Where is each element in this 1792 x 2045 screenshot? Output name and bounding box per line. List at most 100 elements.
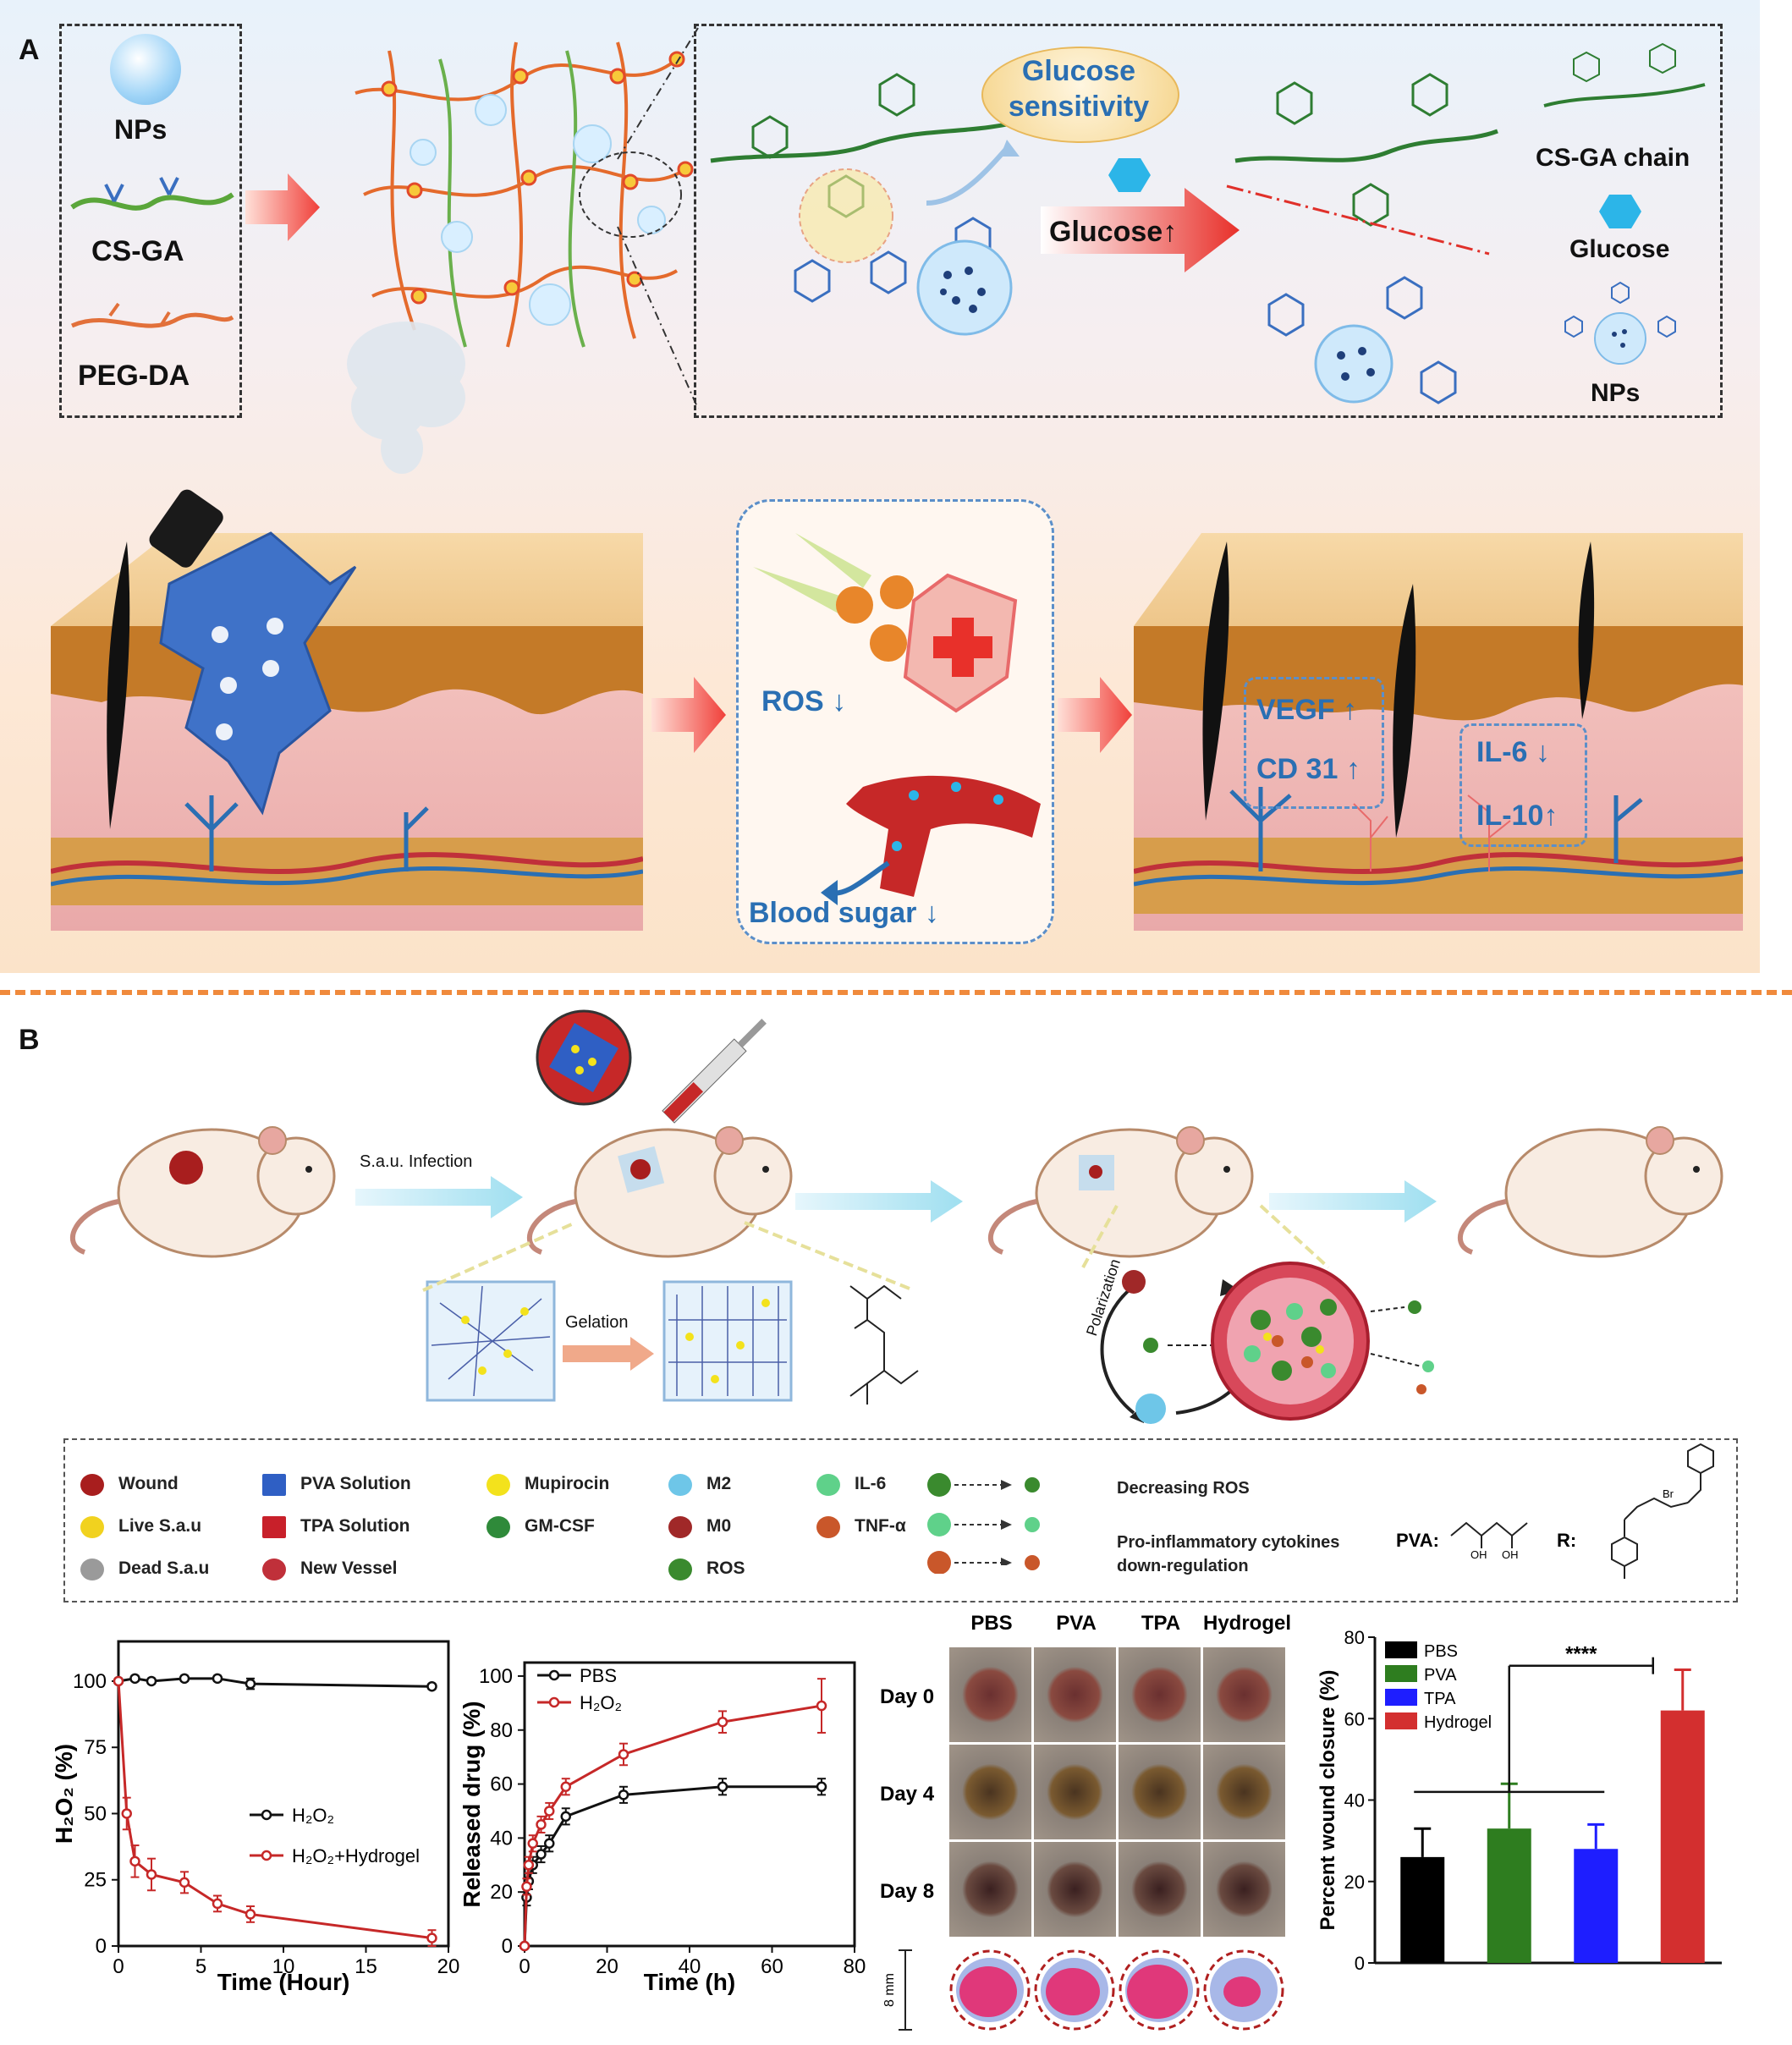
legend-swatch-12 — [816, 1516, 840, 1538]
blood-vessel-icon — [821, 775, 1041, 905]
legend-pegda: PEG-DA — [78, 360, 190, 392]
infection-label: S.a.u. Infection — [360, 1152, 473, 1171]
x-tick-label: 40 — [679, 1955, 701, 1978]
y-tick-label: 80 — [490, 1719, 513, 1742]
data-point — [536, 1849, 547, 1860]
infection-arrow-icon — [355, 1176, 523, 1218]
panel-separator — [0, 990, 1792, 995]
treatment-arrow-icon — [795, 1180, 963, 1223]
legend-label-7: GM-CSF — [525, 1516, 595, 1536]
data-point — [618, 1789, 629, 1800]
il6-il10-box — [1459, 723, 1587, 847]
glucose-sensitivity-bubble — [981, 47, 1179, 143]
vegf-label: VEGF ↑ — [1256, 694, 1358, 726]
cs-ga-chain-icon — [70, 177, 234, 211]
cd31-label: CD 31 ↑ — [1256, 753, 1360, 785]
glucose-sensitivity-line1: Glucose — [1021, 55, 1136, 87]
mouse-4-healed-icon — [1457, 1126, 1723, 1258]
wound-day8-area — [1223, 1976, 1261, 2007]
legend-swatch-8 — [668, 1474, 692, 1496]
skin-wound-illustration — [51, 489, 643, 931]
x-tick-label: 10 — [272, 1955, 295, 1978]
legend-swatch-4 — [262, 1516, 286, 1538]
wound-day8-area — [1046, 1968, 1100, 2015]
wound-day8-area — [959, 1966, 1017, 2017]
nps-label: NPs — [1591, 379, 1641, 407]
legend-label-12: TNF-α — [855, 1516, 906, 1536]
released-molecules-icon — [1226, 73, 1498, 404]
panel-b-label: B — [19, 1024, 40, 1056]
legend-label-3: PVA Solution — [300, 1474, 411, 1493]
glucose-legend-hexagon-icon — [1599, 195, 1641, 228]
gelation-connector-lines — [422, 1221, 915, 1292]
wound-trace-row: 8 mm — [882, 1949, 1284, 2031]
data-point — [146, 1869, 157, 1880]
legend-label-2: TPA — [1424, 1690, 1456, 1708]
glucose-increase-label: Glucose↑ — [1049, 216, 1178, 248]
nps-legend-icon — [1564, 281, 1676, 365]
legend-label-0: PBS — [580, 1665, 617, 1686]
proinflammatory-label-2: down-regulation — [1117, 1557, 1249, 1575]
skin-healed-illustration — [1134, 533, 1743, 931]
wound-photo — [949, 1647, 1031, 1742]
wound-photo — [1034, 1842, 1116, 1937]
legend-label-4: TPA Solution — [300, 1516, 410, 1536]
legend-label-0: PBS — [1424, 1642, 1458, 1661]
photo-column-header: Hydrogel — [1203, 1612, 1292, 1635]
y-tick-label: 60 — [1344, 1708, 1365, 1729]
y-tick-label: 100 — [73, 1670, 107, 1693]
data-point — [560, 1781, 571, 1793]
wound-microenvironment-icon — [1211, 1262, 1434, 1421]
legend-swatch-3 — [1385, 1712, 1417, 1729]
pva-oh-2: OH — [1502, 1548, 1519, 1561]
legend-swatch-9 — [668, 1516, 692, 1538]
panel-a-label: A — [19, 34, 40, 66]
ros-shield-icon — [753, 533, 1018, 713]
x-tick-label: 5 — [195, 1955, 206, 1978]
data-point — [536, 1819, 547, 1830]
y-tick-label: 20 — [490, 1881, 513, 1904]
y-tick-label: 60 — [490, 1773, 513, 1796]
y-tick-label: 0 — [1355, 1953, 1365, 1974]
wound-photo — [1119, 1647, 1201, 1742]
spray-mist-icon — [347, 322, 465, 474]
wound-photo — [1203, 1745, 1285, 1839]
x-tick-label: 0 — [519, 1955, 530, 1978]
il10-label: IL-10↑ — [1476, 800, 1558, 832]
data-point — [129, 1673, 140, 1685]
wound-photo — [1203, 1647, 1285, 1742]
legend-label-8: M2 — [706, 1474, 732, 1493]
legend-swatch-2 — [1385, 1689, 1417, 1706]
legend-nps: NPs — [114, 114, 168, 145]
scale-bar-label: 8 mm — [882, 1973, 897, 2007]
data-point — [560, 1811, 571, 1822]
glucose-label: Glucose — [1569, 235, 1670, 263]
legend-label-1: PVA — [1424, 1666, 1457, 1685]
recovery-arrow-icon — [1269, 1180, 1437, 1223]
legend-csga: CS-GA — [91, 235, 184, 267]
legend-label-0: H₂O₂ — [292, 1805, 334, 1826]
y-axis-title: H₂O₂ (%) — [51, 1744, 77, 1844]
x-tick-label: 20 — [437, 1955, 460, 1978]
series-line-1 — [523, 1704, 822, 1947]
data-point — [717, 1716, 728, 1728]
wound-photo — [1034, 1745, 1116, 1839]
photo-column-header: TPA — [1141, 1612, 1181, 1635]
wound-photo — [1119, 1842, 1201, 1937]
legend-label-0: Wound — [118, 1474, 179, 1493]
plot-frame — [523, 1661, 856, 1948]
legend-swatch-7 — [486, 1516, 510, 1538]
legend-swatch-1 — [80, 1516, 104, 1538]
gel-block-icon — [662, 1280, 793, 1402]
series-line-1 — [117, 1680, 432, 1940]
pva-oh-1: OH — [1470, 1548, 1487, 1561]
bar-pbs — [1400, 1856, 1445, 1963]
legend-swatch-0 — [80, 1474, 104, 1496]
r-br-label: Br — [1663, 1487, 1674, 1500]
x-axis-title: Time (Hour) — [217, 1969, 350, 1995]
legend-label-10: ROS — [706, 1558, 745, 1578]
wound-photo — [949, 1745, 1031, 1839]
data-point — [426, 1932, 437, 1943]
